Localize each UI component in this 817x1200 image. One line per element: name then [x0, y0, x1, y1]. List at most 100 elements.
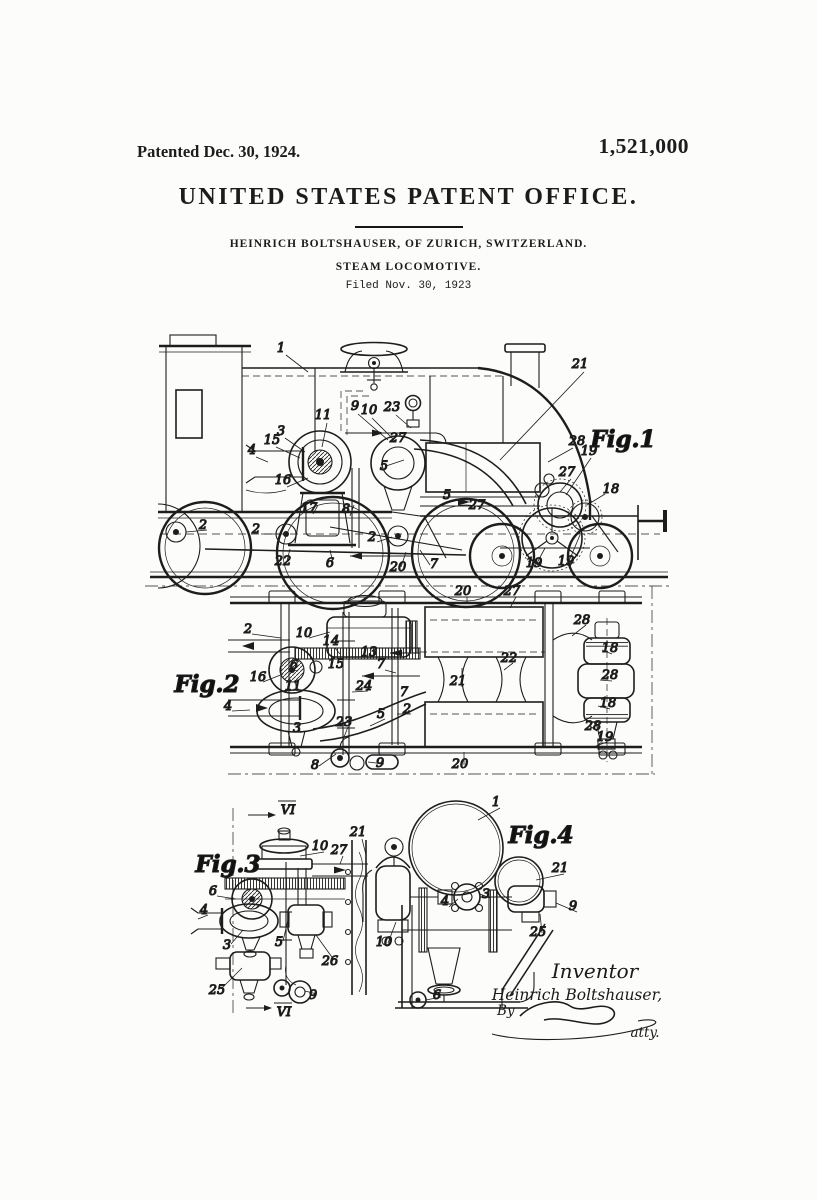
patent-office-title: UNITED STATES PATENT OFFICE.: [178, 184, 639, 210]
svg-text:9: 9: [309, 988, 317, 1003]
svg-text:18: 18: [602, 641, 619, 656]
svg-text:5: 5: [443, 488, 451, 503]
svg-text:5: 5: [377, 707, 385, 722]
svg-text:28: 28: [568, 434, 586, 449]
central-valve: [410, 881, 557, 953]
svg-text:10: 10: [376, 935, 393, 950]
pump-and-intake: [190, 903, 279, 958]
svg-text:22: 22: [500, 651, 518, 666]
svg-text:9: 9: [569, 899, 577, 914]
signature-block: Inventor Heinrich Boltshauser, By atty.: [491, 959, 662, 1041]
svg-text:27: 27: [468, 498, 486, 513]
svg-text:5: 5: [380, 459, 388, 474]
svg-text:9: 9: [351, 399, 359, 414]
wheels-and-rails: [145, 495, 672, 611]
svg-text:27: 27: [330, 843, 348, 858]
title-divider: [354, 226, 463, 228]
figure-1-locomotive-side-view: Fig.1 1119102331527416517852721281927182…: [145, 334, 672, 611]
svg-text:4: 4: [440, 894, 449, 909]
turbine-and-blower: [245, 430, 527, 548]
svg-text:21: 21: [449, 674, 467, 689]
svg-text:2: 2: [243, 622, 252, 637]
fig1-leader-lines: [185, 354, 606, 568]
gear-train: [224, 862, 346, 985]
svg-text:11: 11: [285, 679, 302, 694]
chimney: [504, 343, 546, 388]
exhaust-assembly: [552, 618, 635, 762]
svg-text:24: 24: [355, 679, 373, 694]
svg-text:2: 2: [367, 530, 376, 545]
svg-text:25: 25: [208, 983, 226, 998]
svg-text:28: 28: [601, 668, 619, 683]
valves: [215, 868, 333, 1004]
svg-text:19: 19: [597, 730, 614, 745]
svg-text:23: 23: [335, 715, 353, 730]
svg-text:14: 14: [323, 634, 340, 649]
figure-2-plan-view: Fig.2 2027210141315616117247254323892021…: [173, 583, 655, 775]
patented-date: Patented Dec. 30, 1924.: [137, 142, 301, 161]
svg-text:20: 20: [454, 584, 472, 599]
svg-text:28: 28: [573, 613, 591, 628]
svg-text:2: 2: [198, 518, 207, 533]
fig3-leader-lines: [197, 838, 367, 995]
svg-text:6: 6: [290, 658, 298, 673]
svg-text:19: 19: [581, 444, 598, 459]
svg-text:6: 6: [433, 988, 441, 1003]
svg-text:6: 6: [326, 556, 334, 571]
svg-text:28: 28: [584, 719, 602, 734]
svg-text:19: 19: [558, 554, 575, 569]
svg-text:18: 18: [600, 696, 617, 711]
svg-text:20: 20: [389, 560, 407, 575]
attorney-signature: [519, 1001, 616, 1025]
svg-text:16: 16: [275, 473, 292, 488]
svg-text:8: 8: [342, 502, 350, 517]
svg-text:27: 27: [558, 465, 576, 480]
left-apparatus: [362, 837, 411, 946]
svg-text:4: 4: [223, 699, 232, 714]
svg-text:25: 25: [529, 925, 547, 940]
fig2-leader-lines: [231, 596, 613, 767]
gear-and-pump: [256, 612, 355, 757]
svg-text:8: 8: [311, 758, 319, 773]
condenser-box: [420, 442, 541, 507]
inlet-pipes: [228, 639, 427, 742]
attorney-label: atty.: [630, 1025, 659, 1041]
svg-text:1: 1: [492, 795, 500, 810]
svg-text:11: 11: [315, 408, 332, 423]
patent-number: 1,521,000: [598, 134, 689, 158]
svg-text:7: 7: [377, 657, 386, 672]
svg-text:2: 2: [251, 522, 260, 537]
inventor-label: Inventor: [551, 959, 640, 983]
svg-text:3: 3: [277, 424, 285, 439]
svg-text:6: 6: [209, 884, 217, 899]
svg-text:16: 16: [250, 670, 267, 685]
top-turbine-dome: [255, 827, 313, 870]
svg-text:VI: VI: [277, 1005, 292, 1020]
svg-text:3: 3: [223, 938, 231, 953]
svg-text:18: 18: [603, 482, 620, 497]
fig3-label: Fig.3: [194, 851, 260, 878]
filed-line: Filed Nov. 30, 1923: [345, 280, 472, 292]
svg-text:21: 21: [349, 825, 367, 840]
inventor-line: HEINRICH BOLTSHAUSER, OF ZURICH, SWITZER…: [229, 238, 588, 250]
svg-text:15: 15: [328, 657, 345, 672]
svg-text:10: 10: [312, 839, 329, 854]
steam-dome: [340, 341, 408, 435]
condenser-tank-plan: [424, 606, 544, 748]
svg-text:26: 26: [321, 954, 339, 969]
svg-text:VI: VI: [281, 803, 296, 818]
fig1-label: Fig.1: [589, 426, 655, 453]
svg-text:3: 3: [482, 887, 490, 902]
svg-text:4: 4: [199, 903, 208, 918]
svg-text:22: 22: [274, 554, 292, 569]
inventor-name: Heinrich Boltshauser,: [491, 986, 662, 1004]
svg-text:7: 7: [400, 685, 409, 700]
fig4-leader-lines: [387, 807, 578, 1001]
pressure-gauge-and-pipe: [345, 394, 447, 444]
